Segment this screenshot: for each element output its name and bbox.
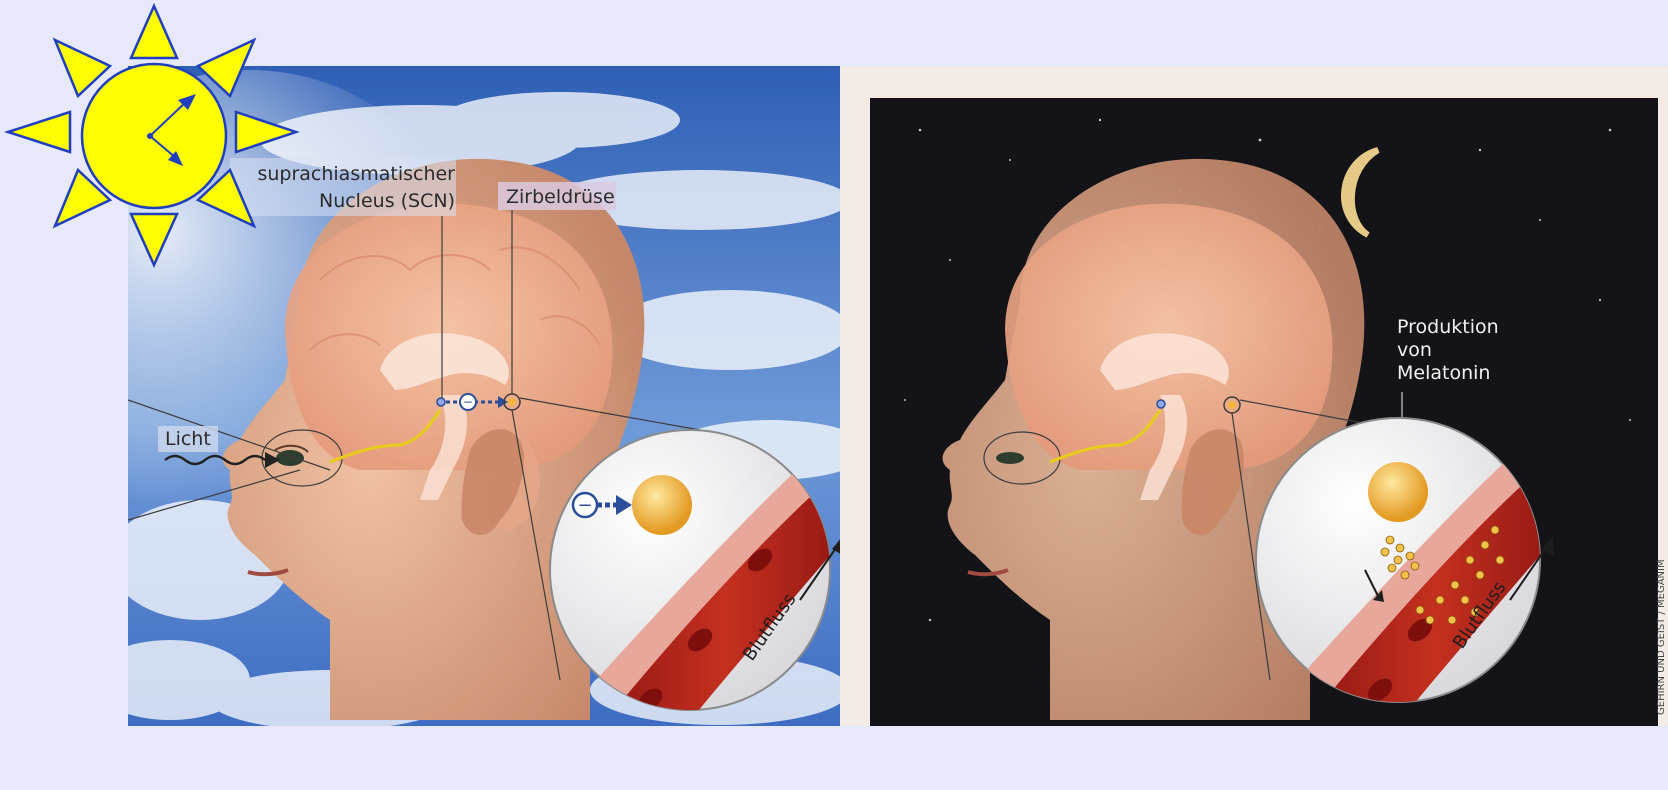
eye-night: [996, 452, 1024, 464]
pineal-gland-night: [1368, 462, 1428, 522]
label-production-line2: von: [1397, 339, 1432, 361]
label-light: Licht: [165, 428, 211, 450]
label-pineal: Zirbeldrüse: [506, 186, 615, 208]
scn-dot: [437, 398, 445, 406]
inhibit-symbol: −: [577, 495, 592, 516]
night-panel: Produktion von Melatonin: [870, 98, 1658, 770]
sun-disc: [82, 64, 226, 208]
pineal-gland-day: [632, 475, 692, 535]
label-scn-line2: Nucleus (SCN): [319, 190, 455, 212]
label-production-line3: Melatonin: [1397, 362, 1490, 384]
image-credit: GEHIRN UND GEIST / MEGANIM: [1656, 559, 1667, 715]
label-scn-line1: suprachiasmatischer: [257, 163, 455, 185]
inhibit-small-symbol: −: [463, 395, 473, 409]
label-production-line1: Produktion: [1397, 316, 1499, 338]
